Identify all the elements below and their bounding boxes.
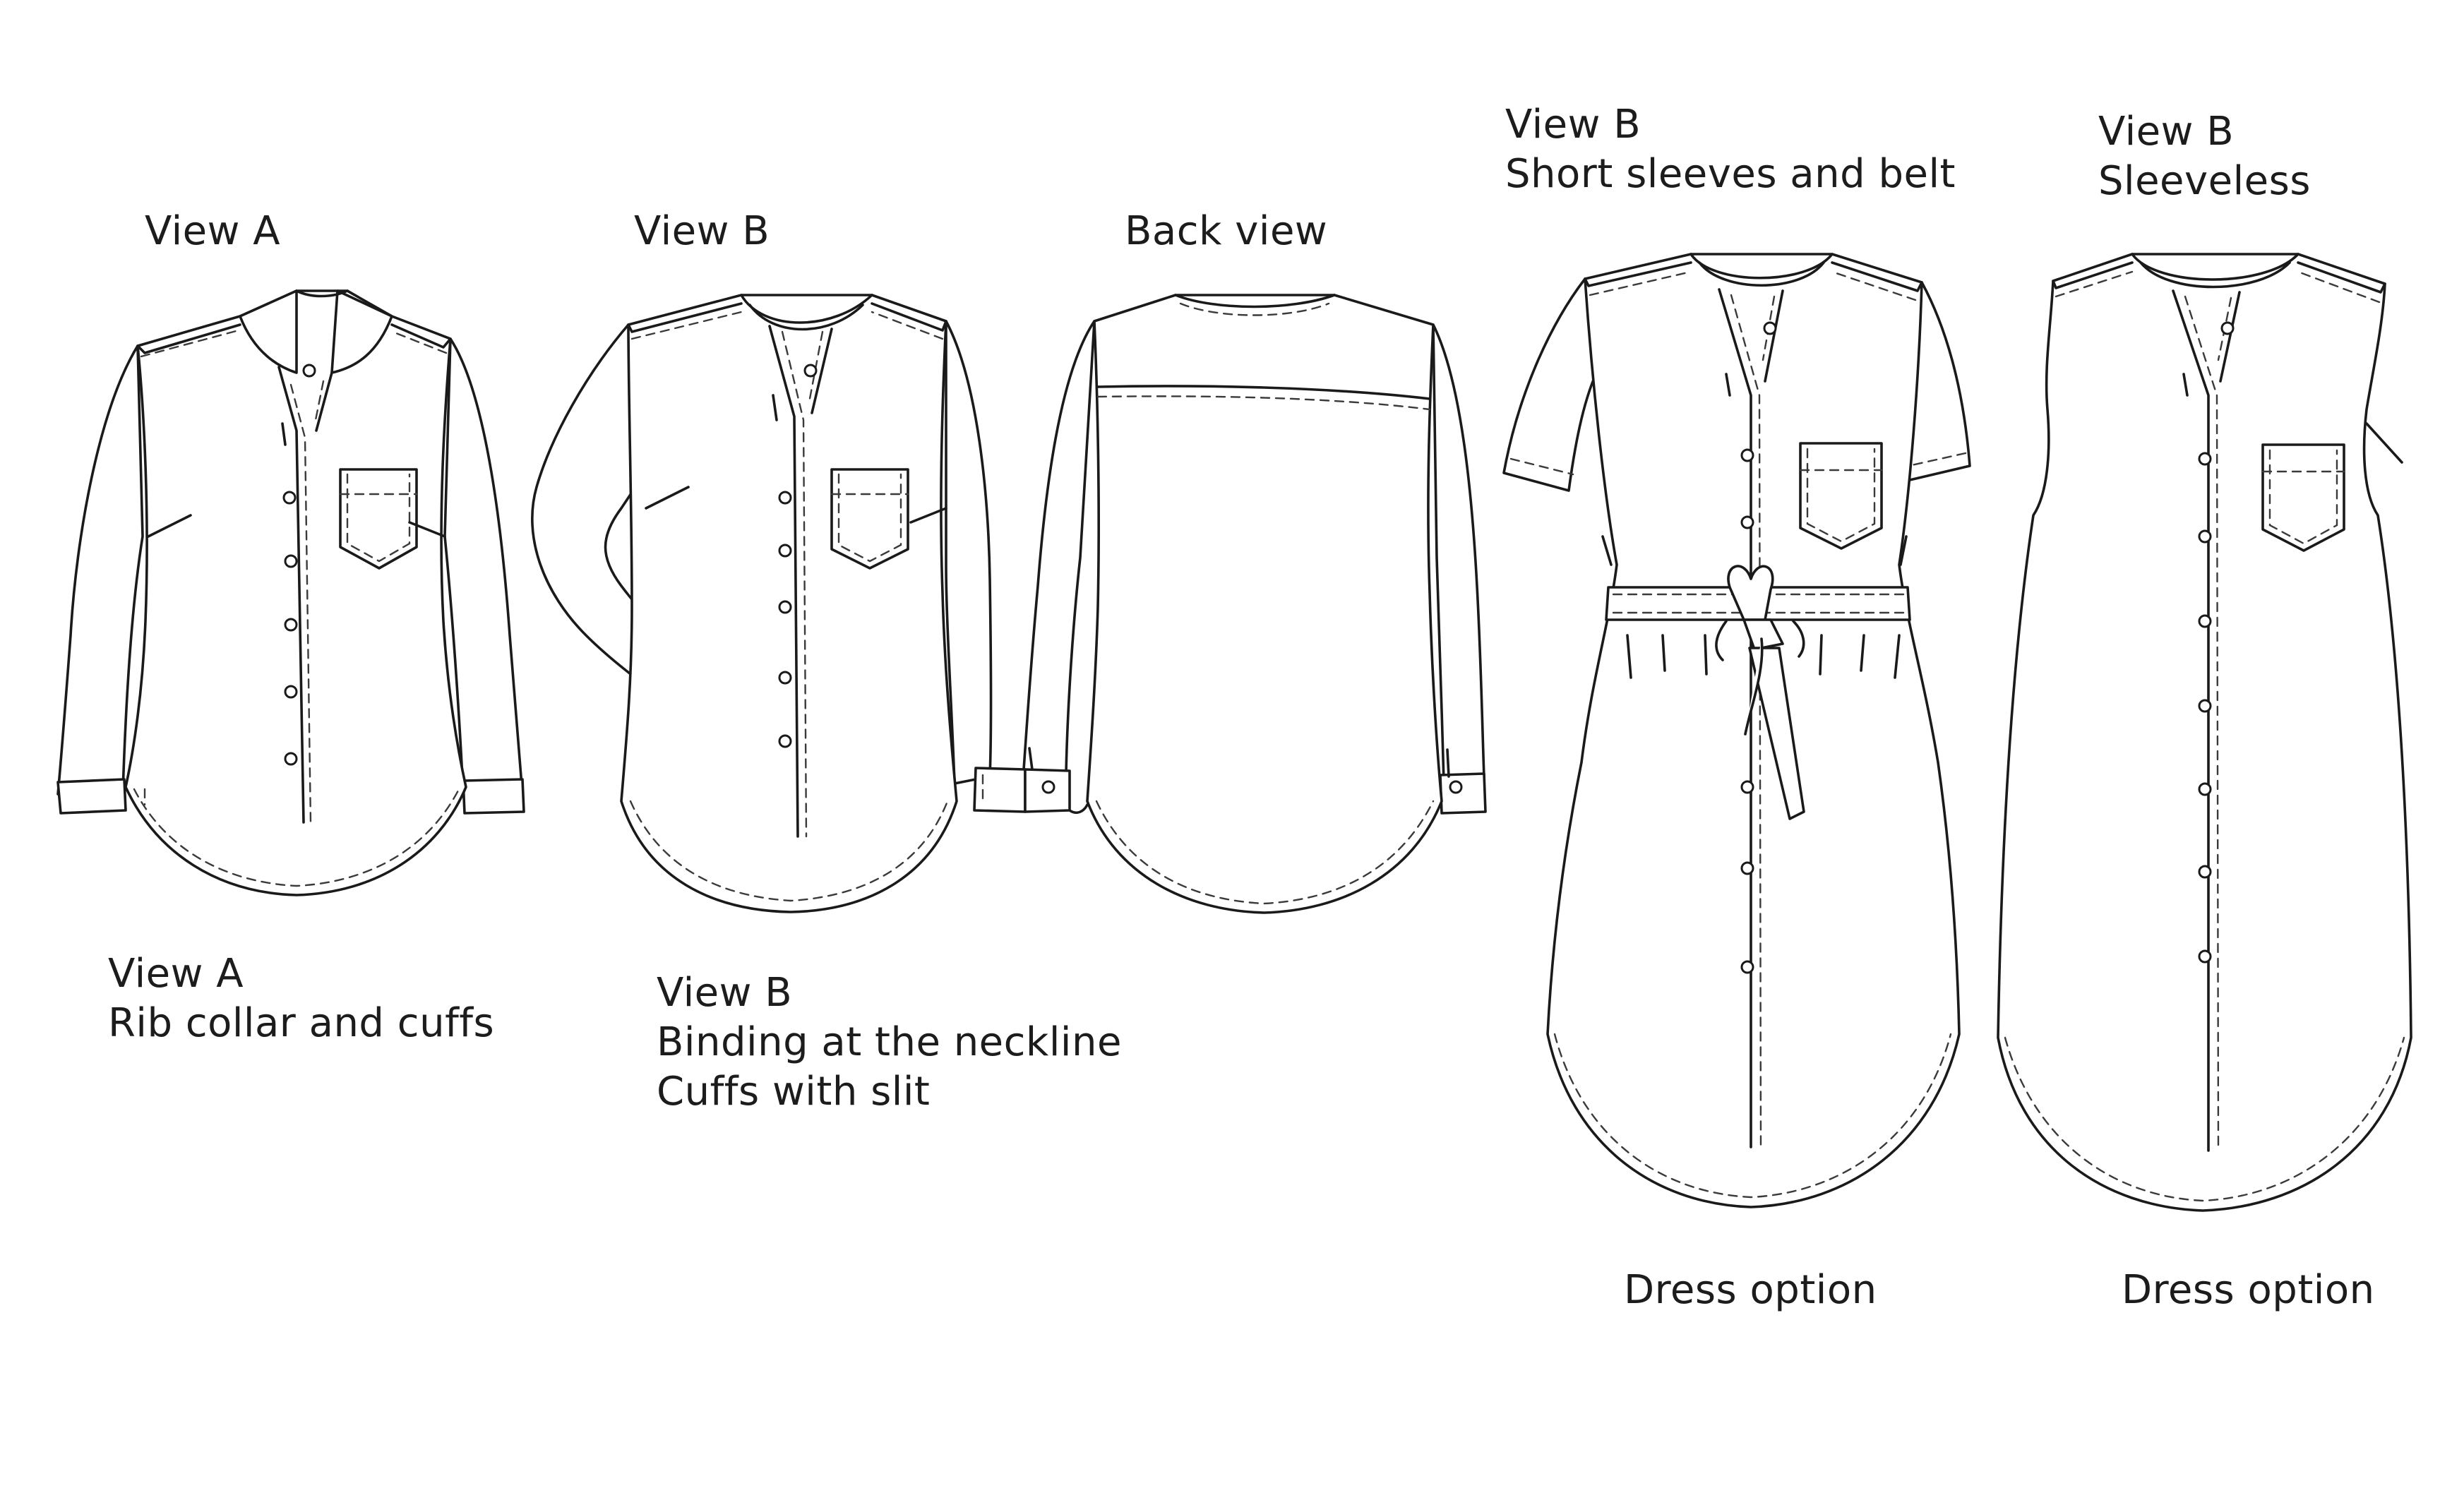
back-view-right-sleeve	[1432, 323, 1485, 784]
back-view-shirt-drawing	[973, 294, 1487, 914]
view-b-left-sleeve	[531, 323, 704, 704]
caption-dress-sleeveless-line2: Sleeveless	[2098, 158, 2311, 204]
caption-dress-short-footer: Dress option	[1624, 1267, 1877, 1313]
label-view-a-top: View A	[145, 208, 280, 254]
view-a-left-sleeve	[56, 344, 144, 796]
caption-view-b-line1: View B	[657, 970, 793, 1016]
caption-view-a-line1: View A	[108, 951, 244, 997]
caption-dress-short-line1: View B	[1505, 102, 1641, 148]
view-b-right-sleeve	[945, 320, 993, 785]
dress-short-buttons	[1740, 321, 1777, 974]
label-back-view: Back view	[1125, 208, 1328, 254]
dress-short-body	[1546, 253, 1961, 1208]
view-a-body	[124, 289, 467, 896]
view-b-pocket	[830, 468, 909, 570]
back-view-right-cuff	[1439, 772, 1487, 815]
dress-sleeveless-body	[1997, 253, 2412, 1212]
view-a-rib-collar	[239, 289, 298, 374]
view-a-shirt-drawing	[56, 289, 525, 896]
caption-view-b-line3: Cuffs with slit	[657, 1069, 931, 1115]
dress-sleeveless-drawing	[1997, 253, 2412, 1212]
caption-view-b-line2: Binding at the neckline	[657, 1019, 1122, 1065]
label-view-b-top: View B	[634, 208, 770, 254]
view-b-shirt-drawing	[531, 294, 993, 913]
view-b-buttons	[778, 364, 818, 748]
caption-dress-sleeveless-footer: Dress option	[2122, 1267, 2375, 1313]
dress-sleeveless-buttons	[2198, 321, 2235, 964]
back-view-left-sleeve	[1022, 320, 1096, 774]
caption-dress-short-line2: Short sleeves and belt	[1505, 151, 1956, 197]
caption-dress-sleeveless-line1: View B	[2098, 109, 2235, 155]
dress-short-sleeves-belt-drawing	[1502, 253, 1971, 1208]
dress-short-belt-bow	[1727, 565, 1774, 621]
back-view-body	[1086, 294, 1443, 914]
dress-sleeveless-pocket	[2261, 443, 2345, 552]
view-a-pocket	[339, 468, 418, 570]
back-view-yoke	[1096, 385, 1431, 400]
dress-short-pocket	[1799, 442, 1883, 550]
caption-view-a-line2: Rib collar and cuffs	[108, 1000, 495, 1046]
view-a-left-cuff	[56, 778, 127, 815]
view-a-buttons	[282, 364, 316, 766]
view-a-right-cuff	[462, 778, 525, 815]
dress-short-left-sleeve	[1502, 277, 1601, 492]
view-a-right-sleeve	[443, 337, 524, 796]
